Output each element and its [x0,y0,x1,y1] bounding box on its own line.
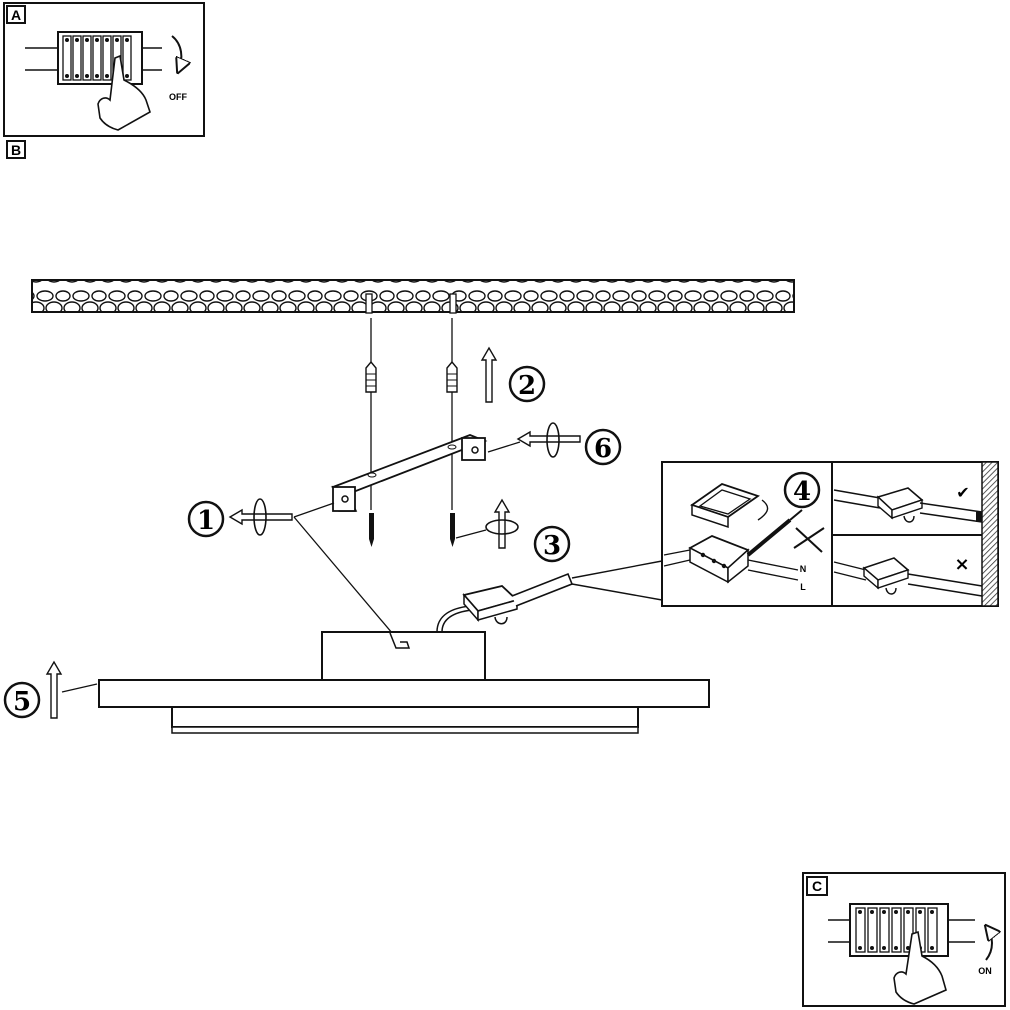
screw-left-icon [369,513,374,547]
screwdriver-icon [746,509,803,557]
panel-a-switch-label: OFF [169,92,187,102]
svg-text:2: 2 [518,371,536,401]
wiring-detail-panel: N L ✔ × [661,461,999,607]
open-terminal-block [663,483,799,584]
step-2-marker: 2 [508,365,546,403]
bracket-leader-line [293,516,399,641]
wire-label-l: L [800,582,806,592]
panel-c-switch-label: ON [978,966,992,976]
panel-c: C ON [802,872,1006,1007]
hand-icon [893,930,947,1005]
svg-text:6: 6 [594,434,612,464]
step-3-marker: 3 [533,525,571,563]
fix-screw-arrow-icon [487,422,581,458]
screw-right-icon [450,513,455,547]
wall-plug-left-icon [365,360,377,393]
step-5-marker: 5 [3,681,41,719]
panel-a-letter: A [11,7,21,23]
ceiling-lamp [98,631,710,734]
svg-text:5: 5 [13,687,31,717]
loosen-screw-arrow-icon [228,498,335,536]
wall-plug-right-icon [446,360,458,393]
svg-text:4: 4 [793,477,811,507]
wrong-mark: × [954,554,969,575]
step-1-marker: 1 [187,500,225,538]
cross-out-icon [793,527,825,553]
lift-lamp-arrow-icon [45,660,98,719]
panel-b-letter: B [11,142,21,158]
panel-a: A OFF [3,2,205,137]
svg-text:3: 3 [543,531,561,561]
correct-mark: ✔ [956,483,969,502]
mounting-bracket [330,434,488,512]
turn-off-arrow-icon [171,35,181,72]
terminal-block [436,572,574,633]
wire-label-n: N [800,564,807,574]
detail-callout-lines [571,560,663,601]
tighten-screw-arrow-icon [455,498,519,549]
wrong-connection [833,557,983,597]
breaker-box-c [828,903,975,957]
insert-plug-arrow-icon [480,346,498,403]
panel-b: B [6,140,26,159]
hand-icon [97,54,151,131]
turn-on-arrow-icon [986,926,992,961]
ceiling [31,279,795,314]
correct-connection [833,487,983,523]
panel-c-letter: C [812,878,822,894]
step-6-marker: 6 [584,428,622,466]
step-4-marker: 4 [783,471,821,509]
svg-text:1: 1 [197,506,215,536]
